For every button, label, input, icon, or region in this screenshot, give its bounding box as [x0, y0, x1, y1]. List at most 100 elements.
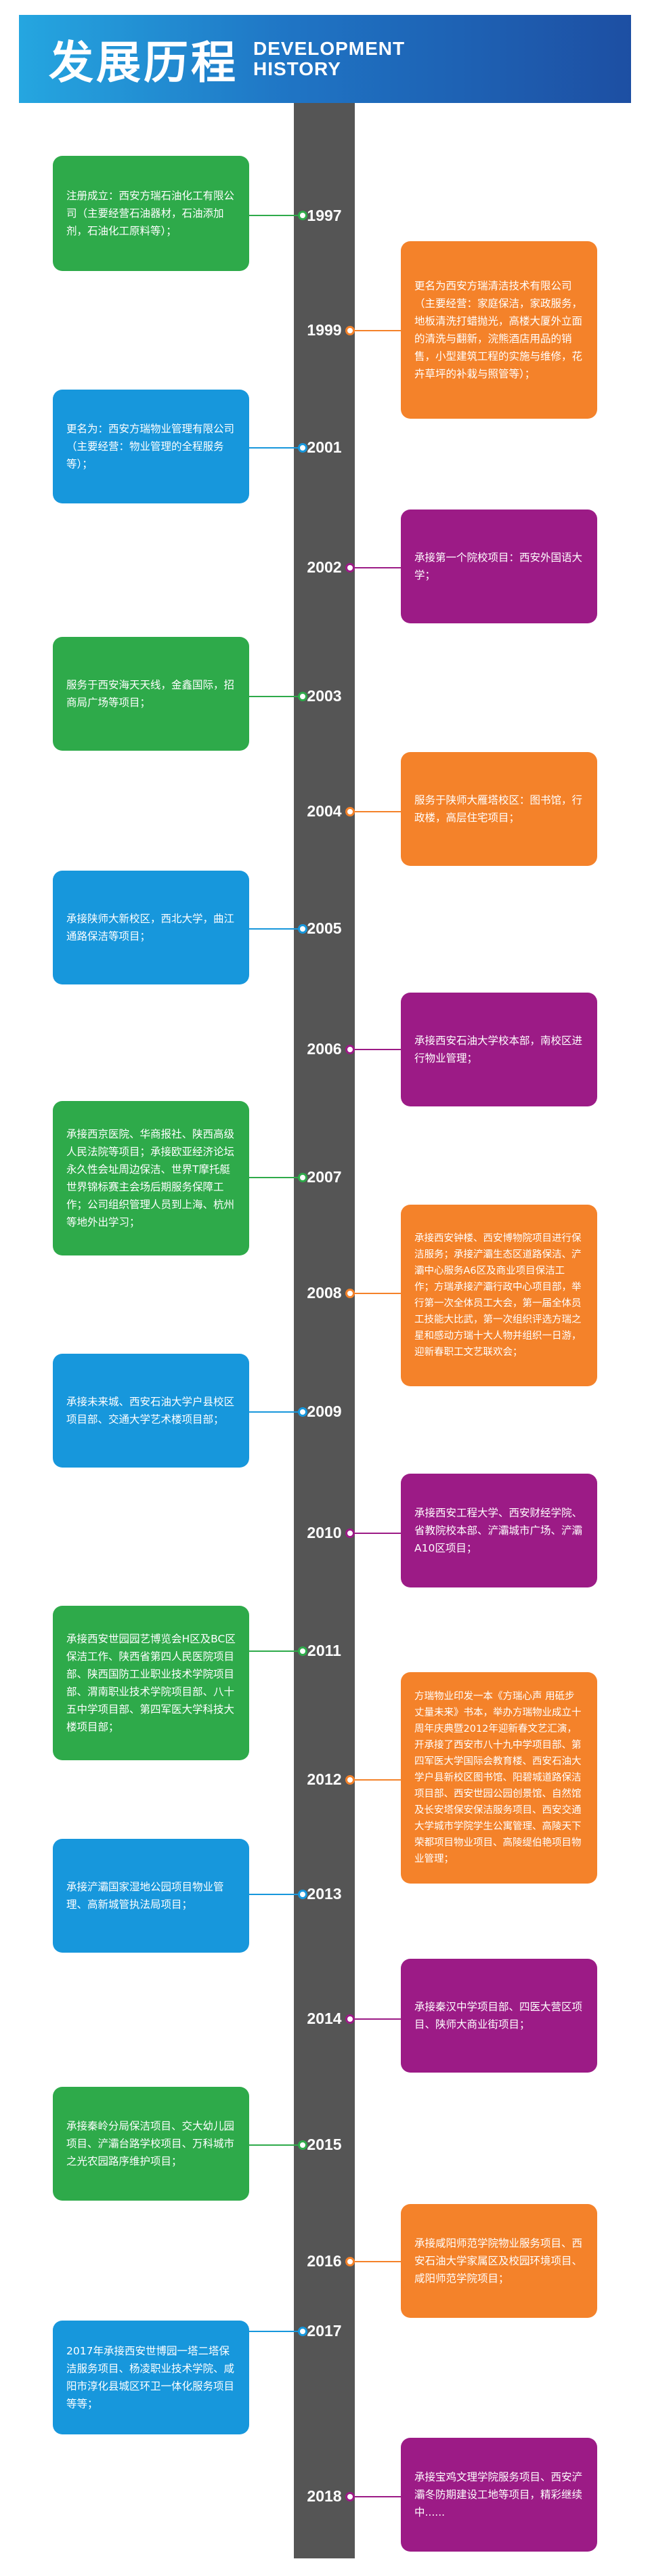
timeline-dot	[345, 1045, 355, 1054]
timeline-card-text: 承接秦岭分局保洁项目、交大幼儿园项目、浐灞台路学校项目、万科城市之光农园路序维护…	[66, 2120, 235, 2167]
timeline-card-text: 更名为：西安方瑞物业管理有限公司（主要经营：物业管理的全程服务等）；	[66, 423, 235, 470]
timeline-card-2012: 方瑞物业印发一本《方瑞心声 用砥步丈量未来》书本，举办方瑞物业成立十周年庆典暨2…	[401, 1672, 597, 1884]
timeline-connector	[249, 696, 299, 697]
timeline-dot	[345, 2014, 355, 2024]
timeline-dot	[345, 326, 355, 335]
timeline-dot	[345, 1529, 355, 1538]
timeline-dot	[298, 443, 307, 453]
timeline-connector	[249, 1894, 299, 1895]
timeline-card-2017: 2017年承接西安世博园一塔二塔保洁服务项目、杨凌职业技术学院、咸阳市淳化县城区…	[53, 2321, 249, 2434]
timeline-card-text: 承接陕师大新校区，西北大学，曲江通路保洁等项目；	[66, 913, 235, 942]
timeline-connector	[249, 2144, 299, 2146]
timeline-connector	[249, 1650, 299, 1652]
timeline-card-text: 承接咸阳师范学院物业服务项目、西安石油大学家属区及校园环境项目、咸阳师范学院项目…	[414, 2237, 583, 2285]
timeline-year-2018: 2018	[307, 2487, 342, 2505]
timeline-axis	[294, 103, 355, 2558]
page-title-en: DEVELOPMENT HISTORY	[238, 39, 405, 79]
timeline-connector	[249, 1177, 299, 1178]
timeline-card-2003: 服务于西安海天天线，金鑫国际，招商局广场等项目；	[53, 637, 249, 751]
timeline-connector	[249, 2331, 299, 2332]
page-title-en-line2: HISTORY	[253, 58, 341, 79]
timeline-card-2002: 承接第一个院校项目：西安外国语大学；	[401, 510, 597, 623]
timeline-year-2012: 2012	[307, 1770, 342, 1788]
timeline-card-text: 承接秦汉中学项目部、四医大营区项目、陕师大商业街项目；	[414, 2001, 583, 2031]
timeline-card-2007: 承接西京医院、华商报社、陕西高级人民法院等项目；承接欧亚经济论坛永久性会址周边保…	[53, 1101, 249, 1255]
timeline-card-text: 承接西安钟楼、西安博物院项目进行保洁服务；承接浐灞生态区道路保洁、浐灞中心服务A…	[414, 1233, 582, 1358]
timeline-year-2004: 2004	[307, 802, 342, 820]
timeline-year-2001: 2001	[307, 438, 342, 456]
timeline-connector	[249, 928, 299, 930]
timeline-dot	[345, 2257, 355, 2266]
timeline-card-2006: 承接西安石油大学校本部，南校区进行物业管理；	[401, 993, 597, 1106]
timeline-card-2013: 承接浐灞国家湿地公园项目物业管理、高新城管执法局项目；	[53, 1839, 249, 1953]
timeline-dot	[345, 563, 355, 573]
timeline-year-2003: 2003	[307, 687, 342, 705]
timeline-year-2010: 2010	[307, 1524, 342, 1541]
timeline-connector	[349, 1049, 401, 1050]
timeline-connector	[249, 215, 299, 216]
timeline-card-2004: 服务于陕师大雁塔校区：图书馆，行政楼，高层住宅项目；	[401, 752, 597, 866]
timeline-dot	[298, 1407, 307, 1417]
timeline-connector	[349, 1293, 401, 1294]
page-title-zh: 发展历程	[49, 37, 238, 89]
timeline-card-2018: 承接宝鸡文理学院服务项目、西安浐灞冬防期建设工地等项目，精彩继续中......	[401, 2438, 597, 2552]
timeline-card-text: 服务于陕师大雁塔校区：图书馆，行政楼，高层住宅项目；	[414, 794, 583, 824]
timeline-card-text: 方瑞物业印发一本《方瑞心声 用砥步丈量未来》书本，举办方瑞物业成立十周年庆典暨2…	[414, 1691, 582, 1865]
timeline-year-2005: 2005	[307, 919, 342, 937]
timeline-dot	[345, 807, 355, 816]
timeline-card-text: 2017年承接西安世博园一塔二塔保洁服务项目、杨凌职业技术学院、咸阳市淳化县城区…	[66, 2345, 235, 2410]
timeline-card-text: 承接第一个院校项目：西安外国语大学；	[414, 552, 583, 581]
timeline-card-2001: 更名为：西安方瑞物业管理有限公司（主要经营：物业管理的全程服务等）；	[53, 390, 249, 503]
timeline-connector	[349, 811, 401, 812]
timeline-card-text: 承接未来城、西安石油大学户县校区项目部、交通大学艺术楼项目部；	[66, 1396, 235, 1426]
timeline-dot	[298, 1173, 307, 1182]
timeline-year-2016: 2016	[307, 2252, 342, 2270]
timeline-card-text: 注册成立：西安方瑞石油化工有限公司（主要经营石油器材，石油添加剂，石油化工原料等…	[66, 190, 235, 237]
timeline-connector	[349, 1533, 401, 1534]
timeline-card-2015: 承接秦岭分局保洁项目、交大幼儿园项目、浐灞台路学校项目、万科城市之光农园路序维护…	[53, 2087, 249, 2201]
timeline-dot	[298, 1646, 307, 1656]
timeline-connector	[249, 1411, 299, 1413]
timeline-card-2016: 承接咸阳师范学院物业服务项目、西安石油大学家属区及校园环境项目、咸阳师范学院项目…	[401, 2204, 597, 2318]
timeline-dot	[298, 2327, 307, 2336]
timeline-card-2010: 承接西安工程大学、西安财经学院、省教院校本部、浐灞城市广场、浐灞A10区项目；	[401, 1474, 597, 1587]
timeline-connector	[349, 2018, 401, 2020]
timeline-year-2017: 2017	[307, 2322, 342, 2340]
timeline-connector	[349, 330, 401, 331]
timeline-card-text: 承接西安世园园艺博览会H区及BC区保洁工作、陕西省第四人民医院项目部、陕西国防工…	[66, 1633, 236, 1733]
timeline-year-1997: 1997	[307, 207, 342, 224]
timeline-dot	[298, 1890, 307, 1899]
timeline-year-1999: 1999	[307, 321, 342, 339]
page-title-en-line1: DEVELOPMENT	[253, 38, 406, 59]
timeline-card-2009: 承接未来城、西安石油大学户县校区项目部、交通大学艺术楼项目部；	[53, 1354, 249, 1468]
timeline-card-1997: 注册成立：西安方瑞石油化工有限公司（主要经营石油器材，石油添加剂，石油化工原料等…	[53, 156, 249, 271]
timeline-connector	[249, 447, 299, 449]
timeline-card-text: 承接宝鸡文理学院服务项目、西安浐灞冬防期建设工地等项目，精彩继续中......	[414, 2471, 583, 2518]
timeline-year-2002: 2002	[307, 558, 342, 576]
timeline-connector	[349, 567, 401, 568]
timeline-year-2008: 2008	[307, 1284, 342, 1302]
timeline-card-text: 承接浐灞国家湿地公园项目物业管理、高新城管执法局项目；	[66, 1881, 224, 1911]
timeline-connector	[349, 2496, 401, 2497]
timeline-card-2008: 承接西安钟楼、西安博物院项目进行保洁服务；承接浐灞生态区道路保洁、浐灞中心服务A…	[401, 1205, 597, 1386]
timeline-year-2006: 2006	[307, 1040, 342, 1058]
timeline-year-2014: 2014	[307, 2010, 342, 2027]
timeline-card-2011: 承接西安世园园艺博览会H区及BC区保洁工作、陕西省第四人民医院项目部、陕西国防工…	[53, 1606, 249, 1760]
timeline-year-2015: 2015	[307, 2136, 342, 2153]
timeline-dot	[345, 1289, 355, 1298]
timeline-connector	[349, 2261, 401, 2262]
timeline-card-text: 更名为西安方瑞清洁技术有限公司（主要经营：家庭保洁，家政服务，地板清洗打蜡抛光，…	[414, 280, 583, 380]
timeline-card-2005: 承接陕师大新校区，西北大学，曲江通路保洁等项目；	[53, 871, 249, 984]
timeline-card-1999: 更名为西安方瑞清洁技术有限公司（主要经营：家庭保洁，家政服务，地板清洗打蜡抛光，…	[401, 241, 597, 419]
timeline-year-2013: 2013	[307, 1885, 342, 1903]
timeline-card-text: 承接西安石油大学校本部，南校区进行物业管理；	[414, 1035, 583, 1064]
timeline-dot	[298, 2140, 307, 2150]
page-header: 发展历程 DEVELOPMENT HISTORY	[19, 15, 631, 103]
timeline-card-text: 承接西安工程大学、西安财经学院、省教院校本部、浐灞城市广场、浐灞A10区项目；	[414, 1507, 583, 1554]
timeline-dot	[298, 211, 307, 220]
timeline-card-2014: 承接秦汉中学项目部、四医大营区项目、陕师大商业街项目；	[401, 1959, 597, 2073]
timeline-year-2007: 2007	[307, 1168, 342, 1186]
timeline-card-text: 服务于西安海天天线，金鑫国际，招商局广场等项目；	[66, 679, 235, 709]
timeline-card-text: 承接西京医院、华商报社、陕西高级人民法院等项目；承接欧亚经济论坛永久性会址周边保…	[66, 1128, 235, 1228]
timeline-year-2011: 2011	[307, 1642, 341, 1659]
